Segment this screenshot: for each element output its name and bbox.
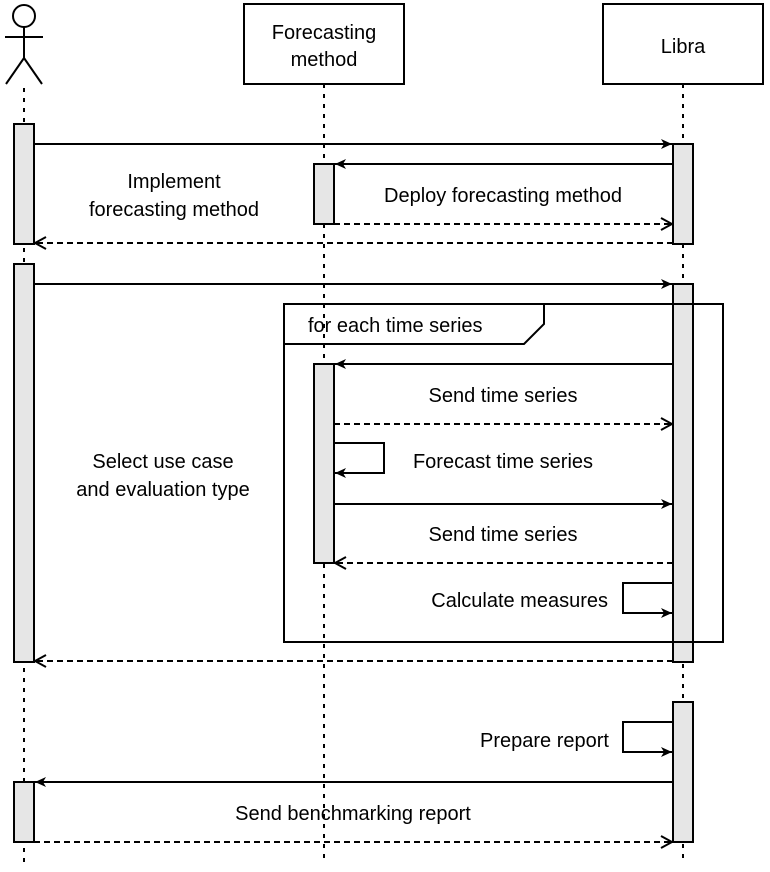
participant-label-line-2: method <box>291 49 358 71</box>
message-send-series-label-1: Send time series <box>429 385 578 407</box>
loop-label: for each time series <box>308 315 483 337</box>
message-deploy-label: Deploy forecasting method <box>384 185 622 207</box>
message-calculate-label: Calculate measures <box>431 590 608 612</box>
participant-label: Libra <box>661 36 706 58</box>
forecasting-activation-2 <box>313 363 335 564</box>
actor-activation-1 <box>13 123 35 245</box>
message-prepare-label: Prepare report <box>480 730 609 752</box>
participant-forecasting-method: Forecasting method <box>243 3 405 85</box>
forecasting-activation-1 <box>313 163 335 225</box>
participant-label-line-1: Forecasting <box>272 22 377 44</box>
actor-icon <box>5 4 43 85</box>
libra-activation-1 <box>672 143 694 245</box>
loop-frame: for each time series <box>283 303 724 643</box>
actor-activation-2 <box>13 263 35 663</box>
self-prepare-arrow <box>622 721 673 757</box>
self-forecast-arrow <box>334 442 385 478</box>
note-implement-line-2: forecasting method <box>89 199 259 221</box>
actor-activation-3 <box>13 781 35 843</box>
note-select-line-1: Select use case <box>92 451 233 473</box>
message-send-report-label: Send benchmarking report <box>235 803 471 825</box>
note-implement-line-1: Implement <box>127 171 221 193</box>
message-forecast-label: Forecast time series <box>413 451 593 473</box>
self-calculate-arrow <box>622 582 673 618</box>
participant-libra: Libra <box>602 3 764 85</box>
libra-activation-3 <box>672 701 694 843</box>
libra-activation-2 <box>672 283 694 663</box>
message-send-series-label-2: Send time series <box>429 524 578 546</box>
note-select-line-2: and evaluation type <box>76 479 249 501</box>
